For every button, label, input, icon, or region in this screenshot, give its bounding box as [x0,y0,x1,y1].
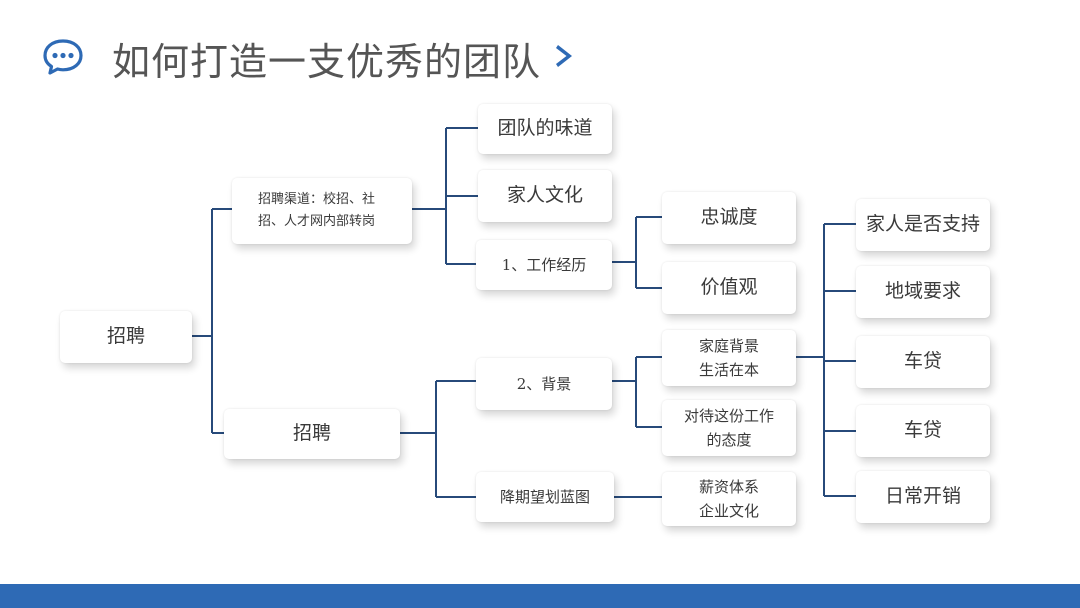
node-work-experience: 1、工作经历 [476,240,612,290]
node-root-label: 招聘 [106,325,145,348]
node-car-loan-1-label: 车贷 [903,350,942,373]
node-family-culture: 家人文化 [478,170,612,222]
node-loyalty-label: 忠诚度 [700,206,758,229]
chevron-right-icon [556,45,572,67]
node-work-experience-label: 1、工作经历 [501,256,587,274]
node-region-requirement: 地域要求 [856,266,990,318]
header: 如何打造一支优秀的团队 [0,0,1080,90]
node-background-label: 2、背景 [516,375,572,393]
node-lower-expectation: 降期望划蓝图 [476,472,614,522]
node-work-attitude-line1: 对待这份工作 [683,407,774,425]
node-family-support-label: 家人是否支持 [865,213,980,236]
node-lower-expectation-label: 降期望划蓝图 [499,488,590,506]
node-recruit-channels: 招聘渠道：校招、社 招、人才网内部转岗 [232,178,412,244]
node-family-support: 家人是否支持 [856,199,990,251]
node-work-attitude: 对待这份工作 的态度 [662,400,796,456]
node-salary-line2: 企业文化 [698,502,759,520]
page-title: 如何打造一支优秀的团队 [112,40,542,84]
node-recruit-secondary-label: 招聘 [292,422,331,445]
node-family-culture-label: 家人文化 [506,184,583,207]
node-background: 2、背景 [476,358,612,410]
node-daily-expense: 日常开销 [856,471,990,523]
node-car-loan-2: 车贷 [856,405,990,457]
node-family-background-line1: 家庭背景 [698,337,759,355]
node-channels-line1: 招聘渠道：校招、社 [258,191,376,207]
node-loyalty: 忠诚度 [662,192,796,244]
node-values: 价值观 [662,262,796,314]
node-family-background: 家庭背景 生活在本 [662,330,796,386]
node-car-loan-1: 车贷 [856,336,990,388]
node-family-background-line2: 生活在本 [698,361,759,379]
node-team-taste-label: 团队的味道 [497,117,593,140]
node-root-recruit: 招聘 [60,311,192,363]
footer-accent-bar [0,584,1080,608]
node-salary-line1: 薪资体系 [698,478,759,496]
chat-bubble-icon [43,39,83,75]
node-daily-expense-label: 日常开销 [884,485,961,508]
node-region-label: 地域要求 [884,280,961,303]
node-car-loan-2-label: 车贷 [903,419,942,442]
node-values-label: 价值观 [700,276,758,299]
node-salary-system: 薪资体系 企业文化 [662,472,796,526]
node-channels-line2: 招、人才网内部转岗 [258,214,376,229]
node-work-attitude-line2: 的态度 [706,431,752,449]
node-team-taste: 团队的味道 [478,104,612,154]
node-recruit-secondary: 招聘 [224,409,400,459]
